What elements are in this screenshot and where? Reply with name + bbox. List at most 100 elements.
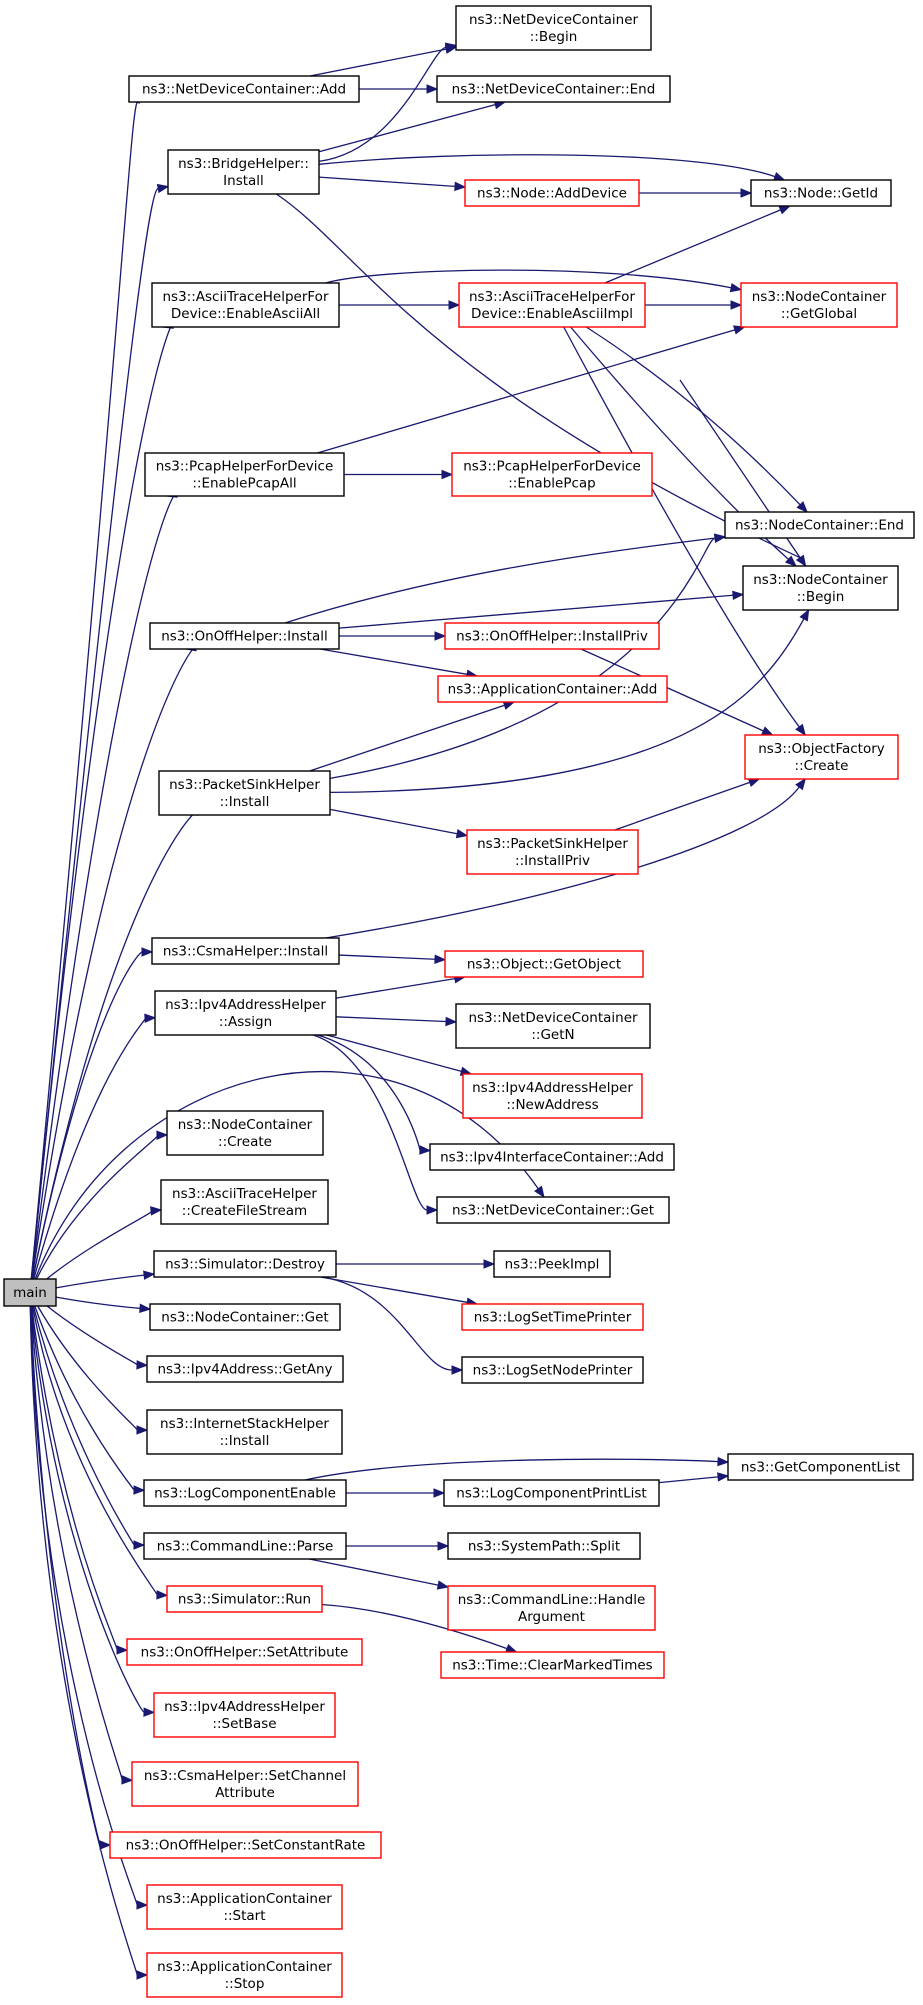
- node-label: ns3::ObjectFactory: [758, 741, 885, 757]
- node-label: ns3::NetDeviceContainer: [469, 12, 639, 28]
- edge-main-to-sim_run: [31, 1305, 169, 1600]
- node-box: [144, 452, 345, 497]
- node-sink_install[interactable]: ns3::PacketSinkHelper::Install: [158, 770, 331, 816]
- arrowhead-icon: [778, 205, 792, 215]
- edge-main-to-ipv4_assign: [33, 1013, 157, 1280]
- node-label: ::Create: [795, 758, 849, 774]
- node-ipv4_getany[interactable]: ns3::Ipv4Address::GetAny: [146, 1355, 344, 1383]
- node-logcomp_printlist[interactable]: ns3::LogComponentPrintList: [443, 1479, 660, 1507]
- node-label: ns3::Simulator::Run: [178, 1592, 311, 1608]
- node-sim_run[interactable]: ns3::Simulator::Run: [166, 1585, 323, 1613]
- node-label: main: [13, 1285, 47, 1301]
- edge-onoff_install-to-nc_begin: [338, 590, 745, 629]
- node-ipv4_assign[interactable]: ns3::Ipv4AddressHelper::Assign: [154, 990, 337, 1036]
- arrowhead-icon: [799, 608, 810, 622]
- node-syspath_split[interactable]: ns3::SystemPath::Split: [447, 1532, 641, 1560]
- node-label: ns3::Ipv4Address::GetAny: [157, 1362, 332, 1378]
- node-box: [166, 1585, 323, 1613]
- node-ipv4ic_add[interactable]: ns3::Ipv4InterfaceContainer::Add: [429, 1143, 675, 1171]
- node-label: ::InstallPriv: [515, 853, 590, 869]
- node-ndc_get[interactable]: ns3::NetDeviceContainer::Get: [436, 1196, 670, 1224]
- node-logset_time[interactable]: ns3::LogSetTimePrinter: [461, 1303, 644, 1331]
- node-box: [146, 1884, 343, 1930]
- node-onoff_install[interactable]: ns3::OnOffHelper::Install: [149, 622, 340, 650]
- node-nc_get[interactable]: ns3::NodeContainer::Get: [149, 1303, 341, 1331]
- edge-main-to-pcap_enableall: [31, 488, 178, 1280]
- node-bridge_install[interactable]: ns3::BridgeHelper::Install: [167, 149, 320, 195]
- node-onoff_setrate[interactable]: ns3::OnOffHelper::SetConstantRate: [109, 1831, 382, 1859]
- node-node_adddevice[interactable]: ns3::Node::AddDevice: [464, 179, 640, 207]
- node-ndc_end[interactable]: ns3::NetDeviceContainer::End: [436, 75, 671, 103]
- node-onoff_installpriv[interactable]: ns3::OnOffHelper::InstallPriv: [444, 622, 660, 650]
- arrowhead-icon: [483, 1259, 496, 1269]
- arrowhead-icon: [717, 1456, 730, 1467]
- node-label: ns3::CsmaHelper::Install: [163, 944, 328, 960]
- arrowhead-icon: [717, 1472, 730, 1482]
- node-box: [451, 452, 653, 497]
- node-label: ns3::LogComponentPrintList: [456, 1486, 646, 1502]
- node-box: [437, 675, 668, 703]
- node-obj_getobject[interactable]: ns3::Object::GetObject: [444, 950, 644, 978]
- node-nc_create[interactable]: ns3::NodeContainer::Create: [166, 1110, 324, 1156]
- node-label: ::EnablePcap: [508, 476, 596, 492]
- node-onoff_setattr[interactable]: ns3::OnOffHelper::SetAttribute: [126, 1638, 363, 1666]
- node-ipv4_newaddress[interactable]: ns3::Ipv4AddressHelper::NewAddress: [462, 1073, 643, 1119]
- edge-sim_destroy-to-peekimpl: [336, 1259, 496, 1269]
- node-box: [3, 1278, 57, 1307]
- node-main[interactable]: main: [3, 1278, 57, 1307]
- node-time_clearmarked[interactable]: ns3::Time::ClearMarkedTimes: [440, 1651, 665, 1679]
- node-ascii_enableall[interactable]: ns3::AsciiTraceHelperForDevice::EnableAs…: [151, 282, 340, 328]
- arrowhead-icon: [433, 1488, 446, 1498]
- node-box: [167, 149, 320, 195]
- node-box: [455, 1003, 651, 1049]
- node-label: ns3::NetDeviceContainer::Get: [452, 1203, 654, 1219]
- node-label: ns3::NodeContainer: [178, 1117, 313, 1133]
- node-app_add[interactable]: ns3::ApplicationContainer::Add: [437, 675, 668, 703]
- node-nc_begin[interactable]: ns3::NodeContainer::Begin: [742, 565, 899, 611]
- node-inet_install[interactable]: ns3::InternetStackHelper::Install: [146, 1409, 343, 1455]
- node-ndc_getn[interactable]: ns3::NetDeviceContainer::GetN: [455, 1003, 651, 1049]
- edge-ascii_enableimpl-to-node_getid: [604, 205, 792, 284]
- node-ascii_createfile[interactable]: ns3::AsciiTraceHelper::CreateFileStream: [160, 1179, 329, 1225]
- node-getcomplist[interactable]: ns3::GetComponentList: [727, 1453, 914, 1481]
- node-box: [440, 1651, 665, 1679]
- node-label: ns3::NodeContainer::End: [735, 518, 904, 534]
- node-ipv4_setbase[interactable]: ns3::Ipv4AddressHelper::SetBase: [153, 1692, 336, 1738]
- node-app_start[interactable]: ns3::ApplicationContainer::Start: [146, 1884, 343, 1930]
- node-logcomp_enable[interactable]: ns3::LogComponentEnable: [143, 1479, 347, 1507]
- node-box: [146, 1355, 344, 1383]
- node-pcap_enable[interactable]: ns3::PcapHelperForDevice::EnablePcap: [451, 452, 653, 497]
- node-box: [436, 75, 671, 103]
- node-sim_destroy[interactable]: ns3::Simulator::Destroy: [153, 1250, 337, 1278]
- edge-main-to-sim_destroy: [55, 1270, 156, 1289]
- arrowhead-icon: [444, 42, 458, 52]
- node-pcap_enableall[interactable]: ns3::PcapHelperForDevice::EnablePcapAll: [144, 452, 345, 497]
- node-objfactory_create[interactable]: ns3::ObjectFactory::Create: [744, 734, 899, 780]
- node-csma_install[interactable]: ns3::CsmaHelper::Install: [151, 937, 340, 965]
- node-label: ns3::NodeContainer: [753, 572, 888, 588]
- edge-main-to-logcomp_enable: [34, 1305, 146, 1495]
- node-nc_getglobal[interactable]: ns3::NodeContainer::GetGlobal: [740, 282, 898, 328]
- node-cmd_parse[interactable]: ns3::CommandLine::Parse: [143, 1532, 347, 1560]
- edge-ndc_add-to-ndc_end: [359, 84, 439, 94]
- node-logset_node[interactable]: ns3::LogSetNodePrinter: [461, 1356, 644, 1384]
- node-node_getid[interactable]: ns3::Node::GetId: [750, 179, 892, 207]
- edge-bridge_install-to-nc_begin: [275, 193, 807, 568]
- node-app_stop[interactable]: ns3::ApplicationContainer::Stop: [146, 1952, 343, 1998]
- node-ndc_add[interactable]: ns3::NetDeviceContainer::Add: [128, 75, 360, 103]
- node-label: ::SetBase: [212, 1716, 276, 1732]
- node-ndc_begin[interactable]: ns3::NetDeviceContainer::Begin: [455, 5, 652, 51]
- arrowhead-icon: [434, 631, 447, 641]
- node-sink_installpriv[interactable]: ns3::PacketSinkHelper::InstallPriv: [466, 829, 639, 875]
- node-label: ns3::Object::GetObject: [467, 957, 621, 973]
- node-nc_end[interactable]: ns3::NodeContainer::End: [724, 511, 915, 539]
- edge-ipv4_assign-to-ndc_get: [312, 1034, 439, 1215]
- node-box: [750, 179, 892, 207]
- node-box: [146, 1952, 343, 1998]
- node-peekimpl[interactable]: ns3::PeekImpl: [493, 1250, 611, 1278]
- node-box: [158, 770, 331, 816]
- node-ascii_enableimpl[interactable]: ns3::AsciiTraceHelperForDevice::EnableAs…: [458, 282, 646, 328]
- node-label: ns3::Ipv4AddressHelper: [165, 997, 326, 1013]
